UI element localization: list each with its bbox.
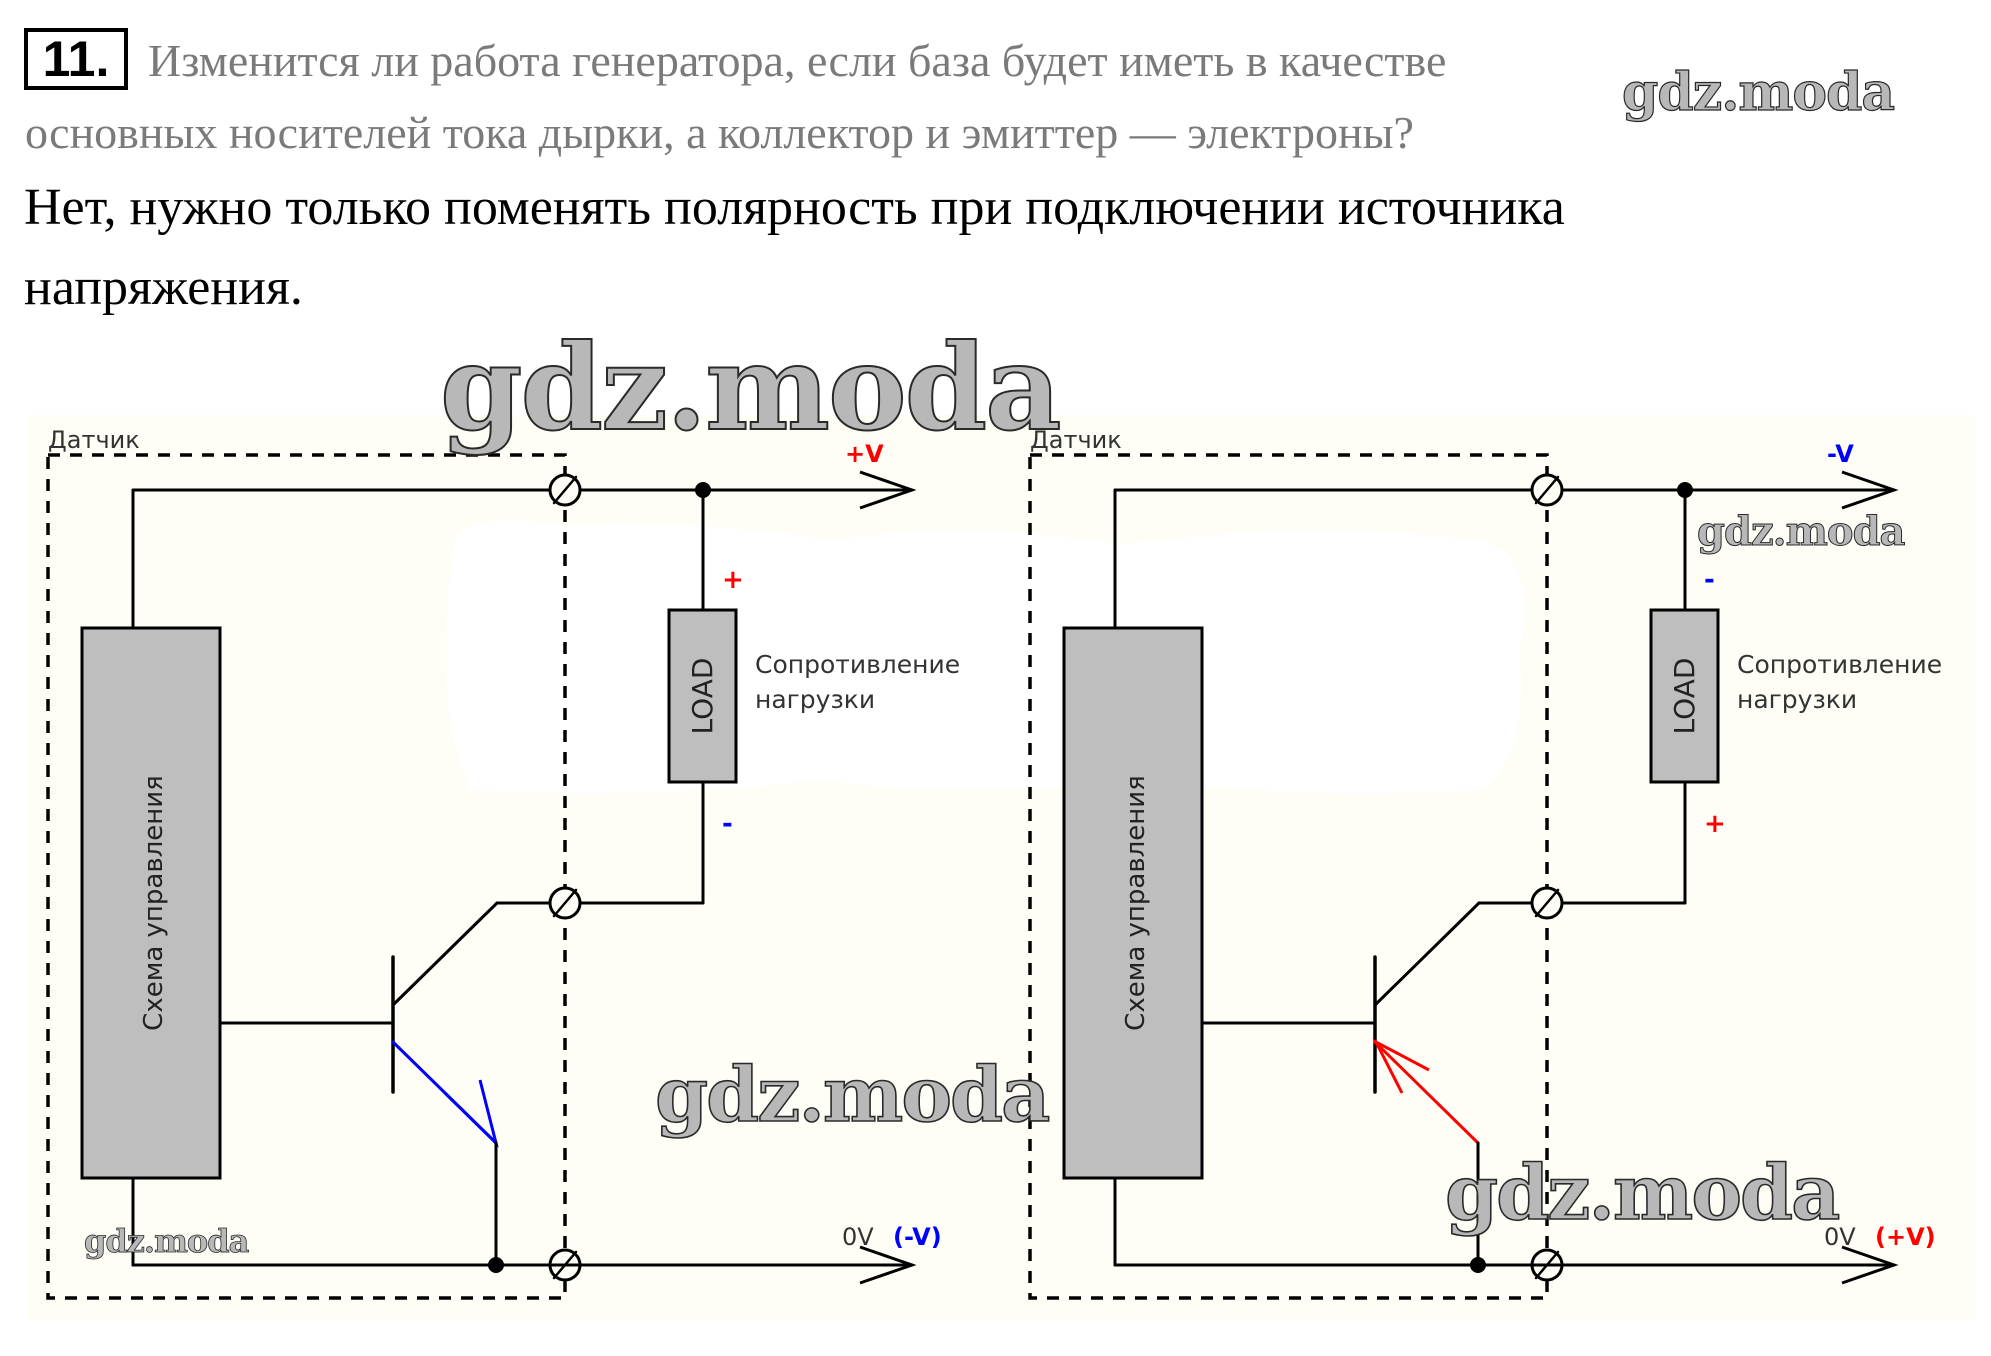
bottom-rail-arrow xyxy=(1841,1245,1899,1285)
watermark-large-top: gdz.moda xyxy=(439,317,1063,458)
control-circuit-block xyxy=(80,626,222,1180)
load-bottom-polarity: - xyxy=(722,809,733,839)
answer-line-1: Нет, нужно только поменять полярность пр… xyxy=(24,179,1565,236)
watermark-bottom-left: gdz.moda xyxy=(84,1222,250,1261)
question-line-2: основных носителей тока дырки, а коллект… xyxy=(25,107,1414,158)
terminal-collector-slash xyxy=(1534,888,1560,918)
emitter-arrowhead xyxy=(1372,1038,1430,1094)
terminal-top-slash xyxy=(552,475,578,505)
load-label: LOAD xyxy=(1668,658,1701,735)
erased-area xyxy=(445,520,1525,794)
sensor-boundary xyxy=(1028,453,1549,1300)
bottom-node-dot xyxy=(488,1257,504,1273)
load-label: LOAD xyxy=(686,658,719,735)
top-rail-arrow xyxy=(1841,470,1899,510)
question-line-1: Изменится ли работа генератора, если баз… xyxy=(148,35,1447,86)
load-top-polarity: + xyxy=(722,565,744,595)
control-circuit-label: Схема управления xyxy=(139,775,169,1031)
collector-lead xyxy=(391,901,499,1007)
sensor-label: Датчик xyxy=(48,426,140,454)
bottom-rail-label: 0V xyxy=(1824,1223,1856,1251)
watermark-middle: gdz.moda xyxy=(654,1049,1051,1140)
load-resistor xyxy=(1649,608,1720,784)
task-number-box: 11. xyxy=(24,28,128,90)
load-description-line-2: нагрузки xyxy=(755,685,875,714)
load-description-line-2: нагрузки xyxy=(1737,685,1857,714)
bottom-rail-label: 0V xyxy=(842,1223,874,1251)
bottom-rail-note: (+V) xyxy=(1875,1223,1936,1251)
top-rail-arrow xyxy=(859,470,917,510)
top-rail-label: -V xyxy=(1827,440,1854,468)
bottom-rail-note: (-V) xyxy=(893,1223,942,1251)
sensor-label: Датчик xyxy=(1030,426,1122,454)
bottom-node-dot xyxy=(1470,1257,1486,1273)
load-top-polarity: - xyxy=(1704,565,1715,595)
terminal-top-slash xyxy=(1534,475,1560,505)
watermark-bottom-right: gdz.moda xyxy=(1444,1147,1841,1238)
sensor-boundary xyxy=(46,453,567,1300)
load-description-line-1: Сопротивление xyxy=(755,650,960,679)
load-bottom-polarity: + xyxy=(1704,809,1726,839)
bottom-rail-arrow xyxy=(859,1245,917,1285)
load-description-line-1: Сопротивление xyxy=(1737,650,1942,679)
emitter-lead xyxy=(1373,1040,1480,1145)
control-circuit-block xyxy=(1062,626,1204,1180)
answer-line-2: напряжения. xyxy=(24,259,303,316)
terminal-collector-slash xyxy=(552,888,578,918)
top-rail-label: +V xyxy=(845,440,884,468)
control-circuit-label: Схема управления xyxy=(1121,775,1151,1031)
collector-lead xyxy=(1373,901,1481,1007)
watermark-top-right: gdz.moda xyxy=(1621,61,1895,123)
watermark-right-load: gdz.moda xyxy=(1696,508,1905,556)
